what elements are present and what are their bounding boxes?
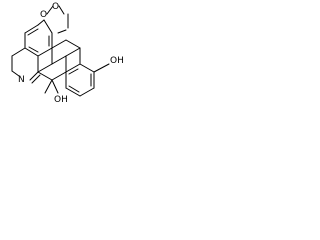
bond xyxy=(24,24,39,34)
bond xyxy=(37,19,45,26)
nitrogen-label: N xyxy=(18,75,25,85)
hydroxyl-label-bottom: OH xyxy=(54,95,68,105)
bond xyxy=(58,5,65,15)
substituents xyxy=(44,79,59,94)
central-ring xyxy=(37,39,67,81)
bond xyxy=(65,47,81,57)
bond xyxy=(65,63,81,73)
bond xyxy=(57,29,67,34)
bond xyxy=(24,47,39,57)
bond xyxy=(51,39,67,49)
bond xyxy=(93,63,110,73)
dioxole-ring xyxy=(46,5,69,34)
bond xyxy=(43,19,53,34)
nitrogen-ring xyxy=(11,47,41,84)
bond xyxy=(68,68,79,75)
aromatic-ring-right xyxy=(65,39,110,97)
oxygen-label-top: O xyxy=(52,2,59,12)
bond xyxy=(51,79,59,94)
bond xyxy=(65,87,81,97)
bond xyxy=(11,70,20,77)
chemical-structure-diagram: O O N OH OH xyxy=(11,2,124,105)
oxygen-label-left: O xyxy=(40,10,47,20)
bond xyxy=(29,71,39,81)
bond xyxy=(51,55,67,65)
bond xyxy=(68,85,80,93)
bond xyxy=(79,87,95,97)
bond xyxy=(79,63,95,73)
bond xyxy=(11,47,26,57)
bond xyxy=(37,63,53,73)
bond xyxy=(46,5,54,15)
bond xyxy=(51,71,67,81)
bond xyxy=(65,39,81,49)
bond xyxy=(37,71,53,81)
bond xyxy=(31,74,41,84)
hydroxyl-label-right: OH xyxy=(110,56,124,66)
bond xyxy=(28,46,39,53)
bond xyxy=(27,28,39,36)
bond xyxy=(37,47,53,57)
aromatic-ring-top xyxy=(24,19,53,57)
bond xyxy=(44,79,53,94)
